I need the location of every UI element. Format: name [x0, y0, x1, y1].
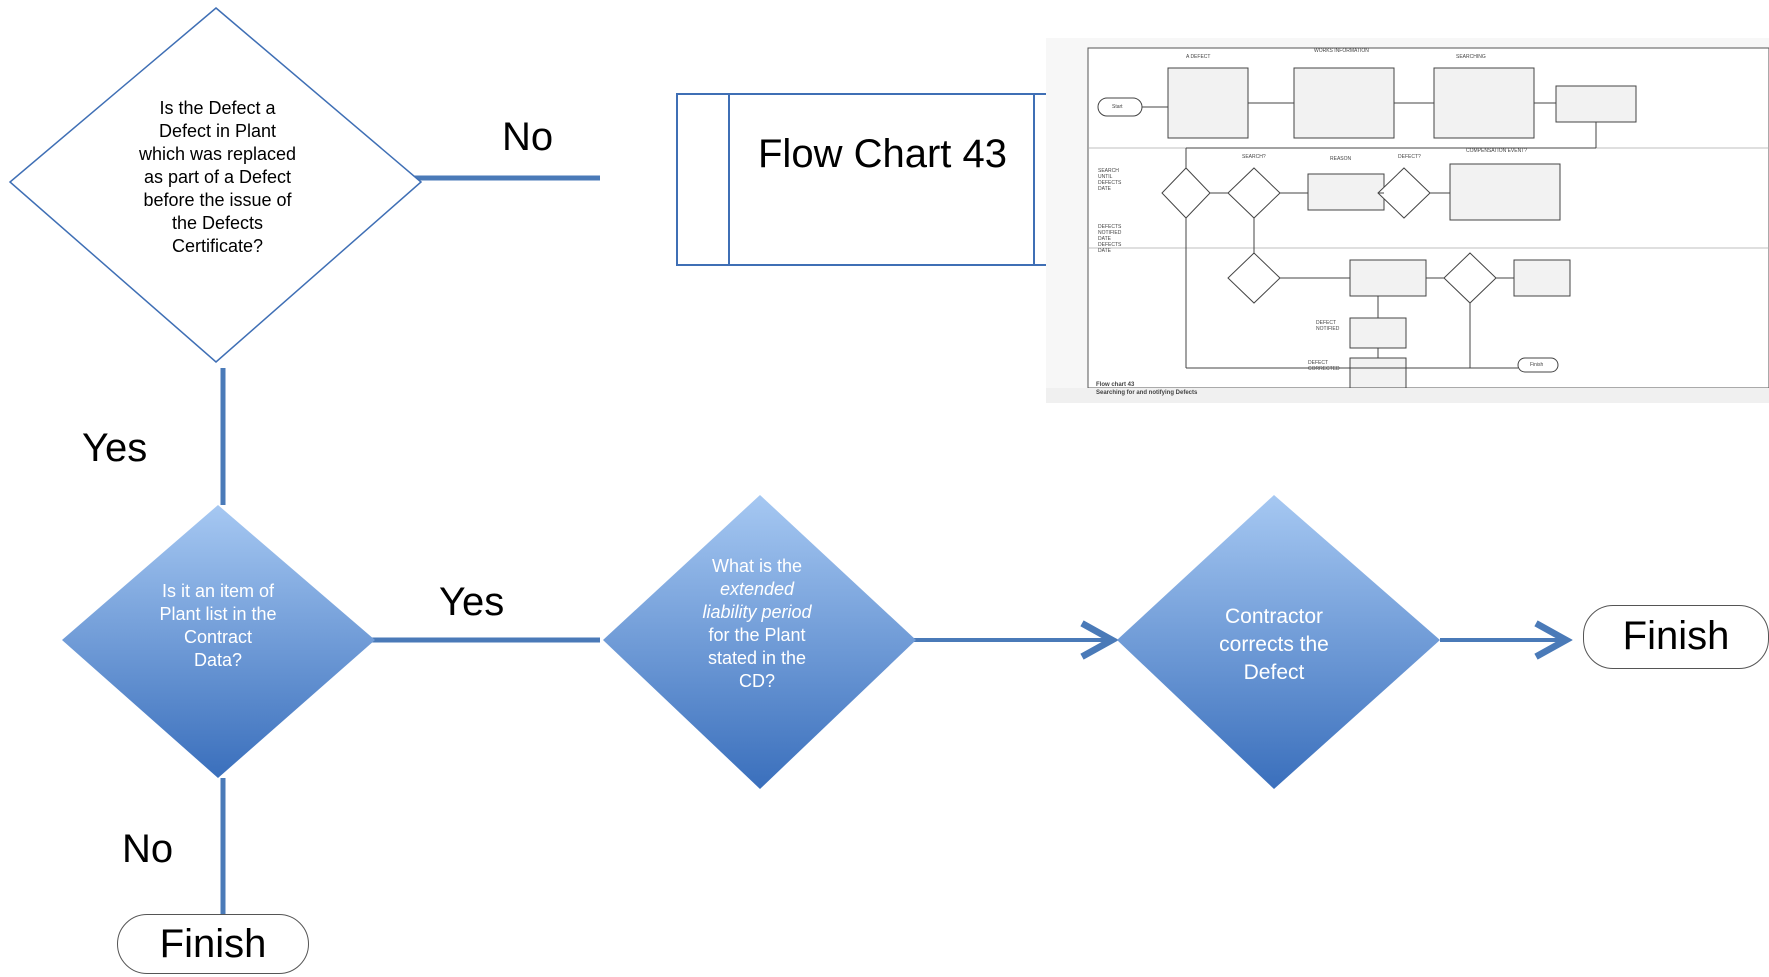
decision3-text-before: What is the [711, 556, 803, 576]
decision-contractor-corrects-text: Contractor corrects the Defect [1219, 605, 1329, 684]
decision3-text-after: for the Plant stated in the CD? [707, 625, 807, 691]
thumbnail-row-label-2: DEFECT NOTIFIED [1316, 320, 1340, 332]
thumbnail-sketch [1046, 38, 1769, 403]
thumbnail-col-header-2: SEARCHING [1456, 54, 1486, 60]
decision-plant-list [62, 505, 375, 778]
decision-defect-in-plant [8, 7, 423, 363]
flowchart-43-title: Flow Chart 43 [758, 132, 1007, 176]
predefined-process-flowchart-43 [676, 93, 1086, 266]
edge-label-d1-yes: Yes [82, 426, 148, 470]
decision3-text-italic: extended liability period [702, 579, 812, 622]
terminal-finish-bottom: Finish [117, 914, 309, 974]
decision-defect-in-plant-text: Is the Defect a Defect in Plant which wa… [138, 98, 297, 256]
decision-extended-liability [603, 495, 916, 789]
edge-label-d2-yes: Yes [439, 580, 505, 624]
decision-contractor-corrects [1117, 495, 1440, 789]
thumbnail-col-header-0: A DEFECT [1186, 54, 1211, 60]
terminal-finish-right: Finish [1583, 605, 1769, 669]
thumbnail-row-label-0: SEARCH UNTIL DEFECTS DATE [1098, 168, 1122, 192]
thumbnail-col-header-1: WORKS INFORMATION [1314, 48, 1369, 54]
thumbnail-row-label-1: DEFECTS NOTIFIED DATE DEFECTS DATE [1098, 224, 1122, 254]
thumbnail-footer-title: Flow chart 43 [1096, 382, 1135, 388]
thumbnail-col-header-3: SEARCH? [1242, 154, 1266, 160]
thumbnail-finish-label: Finish [1530, 362, 1544, 368]
thumbnail-start-label: Start [1112, 104, 1123, 110]
thumbnail-col-header-4: REASON [1330, 156, 1352, 162]
edge-label-d2-no: No [122, 827, 174, 871]
thumbnail-col-header-5: DEFECT? [1398, 154, 1421, 160]
thumbnail-col-header-6: COMPENSATION EVENT? [1466, 148, 1528, 154]
edge-label-d1-no: No [502, 115, 554, 159]
flowchart-43-thumbnail: A DEFECT WORKS INFORMATION SEARCHING SEA… [1046, 38, 1769, 403]
decision-extended-liability-text: What is the extended liability period fo… [693, 555, 821, 693]
thumbnail-footer-subtitle: Searching for and notifying Defects [1096, 390, 1198, 396]
thumbnail-row-label-3: DEFECT CORRECTED [1308, 360, 1340, 372]
decision-plant-list-text: Is it an item of Plant list in the Contr… [159, 581, 277, 670]
